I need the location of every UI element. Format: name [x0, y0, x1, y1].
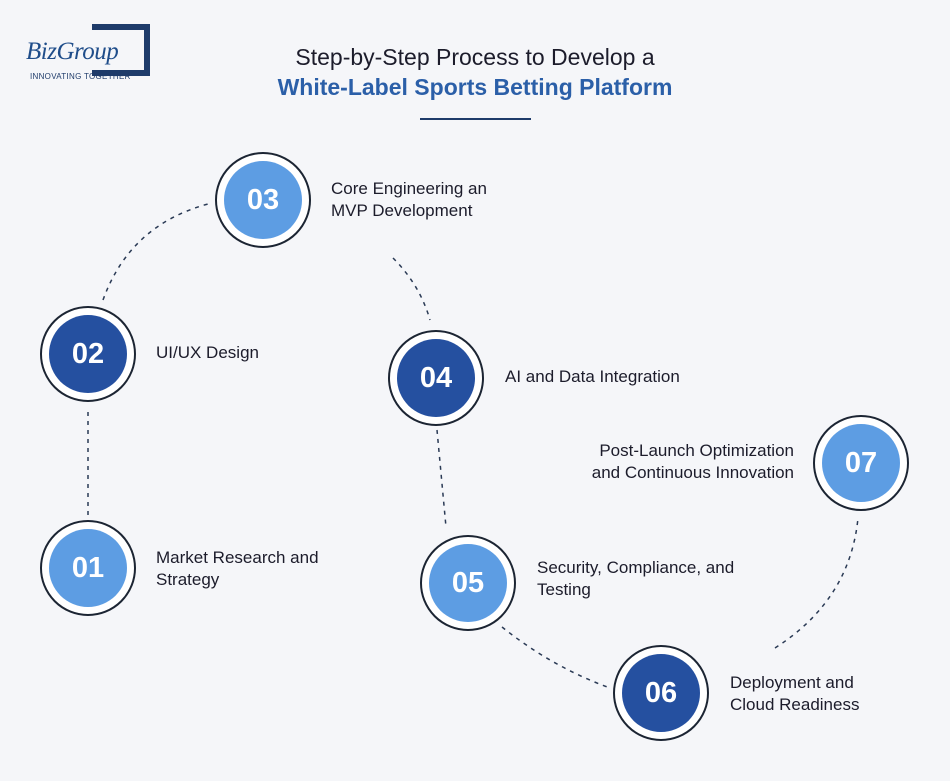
step-04-label-line-1: AI and Data Integration	[505, 367, 680, 386]
logo-frame	[92, 24, 150, 76]
step-06: 06	[613, 645, 709, 741]
connector-03-04	[392, 257, 431, 321]
step-03-label: Core Engineering an MVP Development	[331, 178, 487, 222]
step-06-label: Deployment and Cloud Readiness	[730, 672, 859, 716]
title-line-2: White-Label Sports Betting Platform	[277, 74, 673, 100]
step-06-label-line-2: Cloud Readiness	[730, 695, 860, 714]
step-01-label-line-1: Market Research and	[156, 548, 319, 567]
step-01-label-line-2: Strategy	[156, 570, 220, 589]
step-07: 07	[813, 415, 909, 511]
brand-logo: BizGroup INNOVATING TOGETHER	[24, 24, 159, 84]
step-07-label: Post-Launch Optimization and Continuous …	[540, 440, 794, 484]
step-06-label-line-1: Deployment and	[730, 673, 854, 692]
step-02: 02	[40, 306, 136, 402]
step-number: 01	[49, 529, 127, 607]
step-02-label-line-1: UI/UX Design	[156, 343, 259, 362]
step-01-label: Market Research and Strategy	[156, 547, 319, 591]
step-03-label-line-1: Core Engineering an	[331, 179, 487, 198]
step-05: 05	[420, 535, 516, 631]
logo-tagline: INNOVATING TOGETHER	[30, 72, 131, 81]
connector-02-03	[102, 203, 209, 301]
connector-04-05	[436, 429, 447, 528]
connector-06-07	[774, 517, 859, 649]
step-01: 01	[40, 520, 136, 616]
step-03: 03	[215, 152, 311, 248]
step-number: 06	[622, 654, 700, 732]
step-04: 04	[388, 330, 484, 426]
step-number: 07	[822, 424, 900, 502]
title-line-1: Step-by-Step Process to Develop a	[295, 44, 655, 70]
logo-wordmark: BizGroup	[26, 38, 121, 66]
step-04-label: AI and Data Integration	[505, 366, 680, 388]
step-02-label: UI/UX Design	[156, 342, 259, 364]
step-07-label-line-2: and Continuous Innovation	[591, 463, 794, 482]
step-number: 02	[49, 315, 127, 393]
connector-05-06	[501, 626, 611, 689]
step-number: 03	[224, 161, 302, 239]
step-number: 04	[397, 339, 475, 417]
step-05-label-line-1: Security, Compliance, and	[537, 558, 735, 577]
step-03-label-line-2: MVP Development	[331, 201, 473, 220]
step-05-label: Security, Compliance, and Testing	[537, 557, 734, 601]
step-07-label-line-1: Post-Launch Optimization	[599, 441, 794, 460]
step-number: 05	[429, 544, 507, 622]
step-05-label-line-2: Testing	[537, 580, 591, 599]
title-underline	[420, 118, 531, 120]
